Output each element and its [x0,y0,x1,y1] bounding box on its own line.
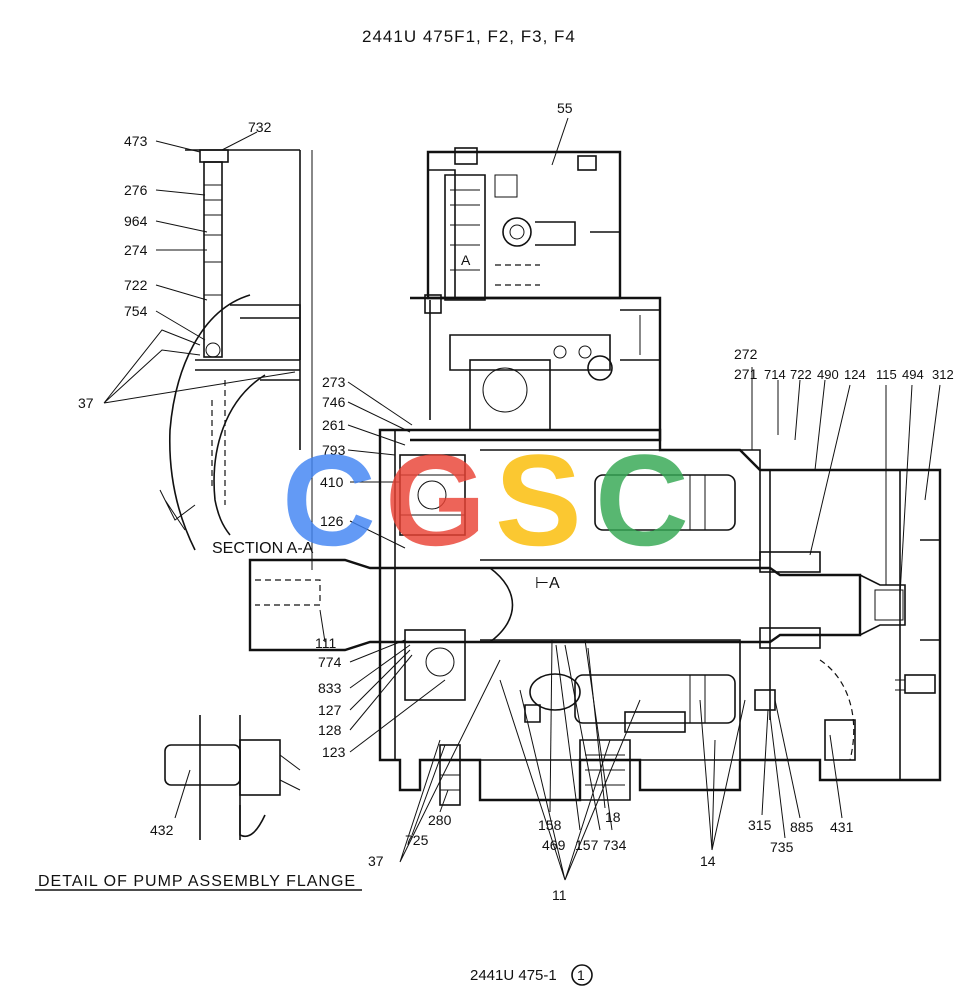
part-754: 754 [124,303,148,319]
part-18: 18 [605,809,621,825]
part-274: 274 [124,242,148,258]
leader-lines [103,117,941,881]
part-123: 123 [322,744,346,760]
part-746: 746 [322,394,346,410]
part-469: 469 [542,837,566,853]
part-55: 55 [557,100,573,116]
section-label: SECTION A-A [212,540,314,557]
watermark: C G S C [282,427,689,573]
part-14: 14 [700,853,716,869]
part-115: 115 [876,367,897,382]
part-126: 126 [320,513,344,529]
part-490: 490 [817,367,839,382]
part-725: 725 [405,832,429,848]
part-labels: 55 473 732 276 964 274 722 754 37 273 74… [78,100,954,903]
part-280: 280 [428,812,452,828]
part-276: 276 [124,182,148,198]
footer-circle-number: 1 [577,967,585,983]
part-272: 272 [734,346,758,362]
footer-code: 2441U 475-1 [470,967,557,984]
part-261: 261 [322,417,346,433]
part-964: 964 [124,213,148,229]
part-774: 774 [318,654,342,670]
shaft-mark: ⊢A [535,575,560,592]
part-735: 735 [770,839,794,855]
part-793: 793 [322,442,346,458]
flange-detail [35,715,362,891]
part-273: 273 [322,374,346,390]
part-312: 312 [932,367,954,382]
part-494: 494 [902,367,924,382]
part-127: 127 [318,702,342,718]
part-473: 473 [124,133,148,149]
part-128: 128 [318,722,342,738]
detail-caption: DETAIL OF PUMP ASSEMBLY FLANGE [38,873,356,890]
part-722-upper: 722 [124,277,148,293]
watermark-letter-g: G [385,427,486,573]
part-885: 885 [790,819,814,835]
footer-circle [571,964,593,986]
part-432: 432 [150,822,174,838]
part-722-right: 722 [790,367,812,382]
part-124: 124 [844,367,866,382]
part-833: 833 [318,680,342,696]
part-431: 431 [830,819,854,835]
part-732: 732 [248,119,272,135]
section-aa-detail [159,149,313,570]
part-158: 158 [538,817,562,833]
part-11: 11 [552,887,567,903]
part-271: 271 [734,366,758,382]
part-111: 111 [315,635,336,651]
part-714: 714 [764,367,786,382]
drawing-title: 2441U 475F1, F2, F3, F4 [362,27,576,46]
part-410: 410 [320,474,344,490]
watermark-letter-s: S [495,427,582,573]
pump-housing: A [248,147,942,806]
watermark-letter-c2: C [595,427,689,573]
part-157: 157 [575,837,599,853]
section-mark-a: A [461,252,471,268]
watermark-letter-c1: C [282,427,376,573]
part-315: 315 [748,817,772,833]
part-37-upper: 37 [78,395,94,411]
part-734: 734 [603,837,627,853]
part-37-lower: 37 [368,853,384,869]
